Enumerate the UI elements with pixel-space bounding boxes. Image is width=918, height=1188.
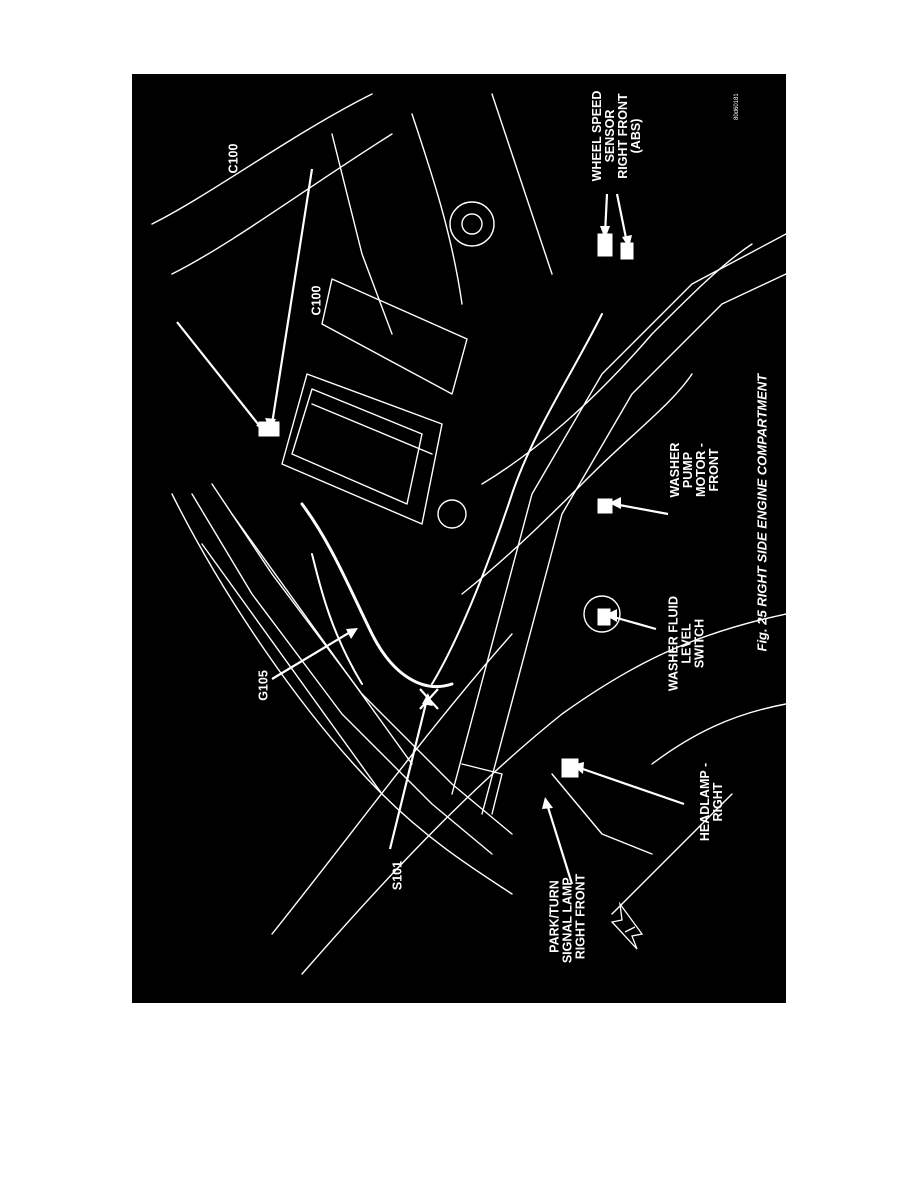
- forward-direction-icon: [610, 901, 644, 950]
- leader-lines: [176, 168, 685, 885]
- label-washer-fluid-switch: WASHER FLUID LEVEL SWITCH: [666, 595, 707, 692]
- label-headlamp-right: HEADLAMP - RIGHT: [698, 762, 725, 842]
- arrow-icon: [256, 226, 632, 809]
- label-park-turn-lamp: PARK/TURN SIGNAL LAMP - RIGHT FRONT: [547, 869, 588, 964]
- engine-drawing: [151, 93, 786, 975]
- label-g105: G105: [256, 670, 271, 701]
- label-c100-top: C100: [226, 143, 241, 174]
- label-washer-pump-motor: WASHER PUMP MOTOR - FRONT: [668, 442, 721, 498]
- label-wheel-speed-sensor: WHEEL SPEED SENSOR RIGHT FRONT (ABS): [590, 90, 643, 182]
- label-c100-mid: C100: [309, 285, 324, 316]
- label-s101: S101: [390, 860, 405, 891]
- figure-caption: Fig. 25 RIGHT SIDE ENGINE COMPARTMENT: [754, 373, 770, 652]
- engine-compartment-figure: WHEEL SPEED SENSOR RIGHT FRONT (ABS) C10…: [132, 74, 786, 1003]
- figure-code: 80d60181: [734, 93, 740, 120]
